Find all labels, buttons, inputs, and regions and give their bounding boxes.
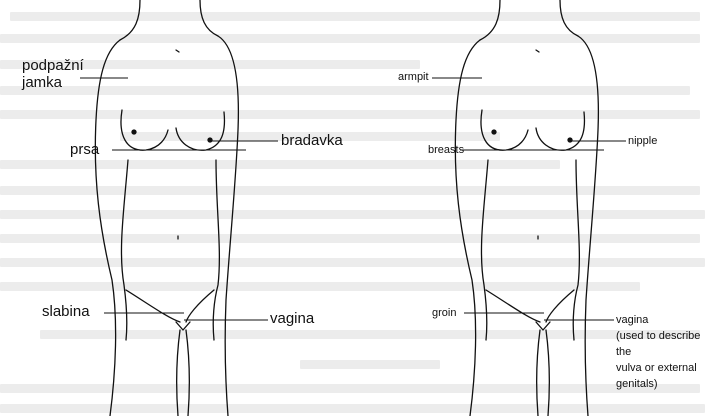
label-vagina-en: vagina (used to describe the vulva or ex…	[616, 313, 710, 393]
right-figure-outline	[455, 0, 598, 416]
label-nipple-en: nipple	[628, 135, 657, 147]
left-figure-outline	[95, 0, 238, 416]
label-groin-cz: slabina	[42, 304, 90, 321]
label-vagina-cz: vagina	[270, 311, 314, 328]
label-groin-en: groin	[432, 307, 456, 319]
label-breasts-cz: prsa	[70, 142, 99, 159]
label-breasts-en: breasts	[428, 144, 464, 156]
label-armpit-cz: podpažní jamka	[22, 58, 84, 91]
label-nipple-cz: bradavka	[281, 133, 343, 150]
label-armpit-en: armpit	[398, 71, 429, 83]
leader-lines	[80, 78, 626, 320]
